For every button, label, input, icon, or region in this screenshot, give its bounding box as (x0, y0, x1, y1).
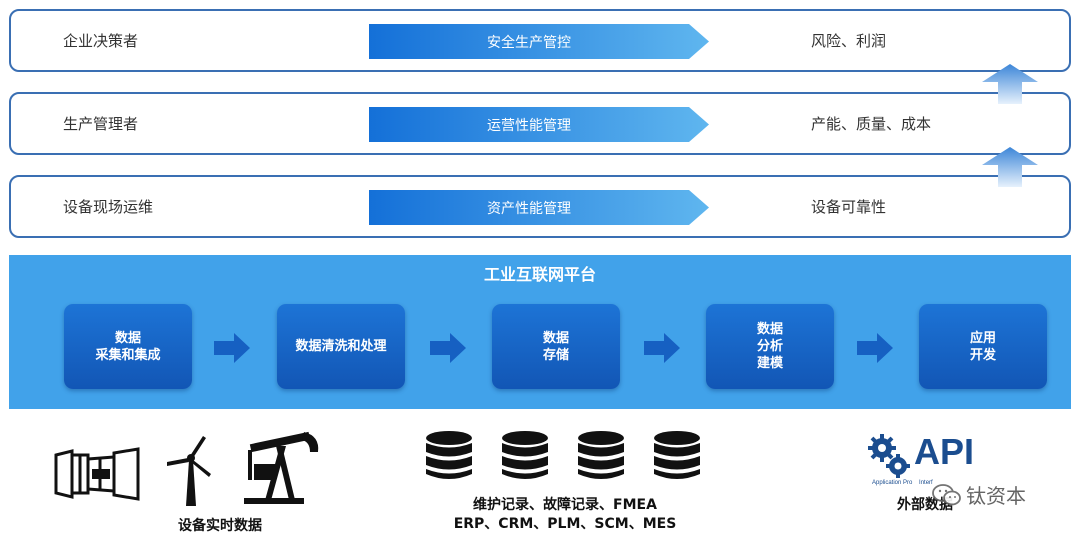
tier-role-label: 设备现场运维 (63, 198, 154, 216)
right-arrow-icon (857, 333, 893, 363)
database-icon (578, 431, 624, 479)
database-icon (502, 431, 548, 479)
wind-turbine-icon (167, 436, 211, 506)
platform-band: 工业互联网平台 数据 采集和集成 数据清洗和处理 数据 存储 数据 分析 建模 … (9, 255, 1071, 409)
external-data-label: 外部数据 (897, 497, 953, 513)
step-data-cleaning: 数据清洗和处理 (277, 304, 405, 389)
tier-capability-label: 运营性能管理 (487, 117, 571, 134)
platform-title: 工业互联网平台 (483, 265, 596, 284)
tier-production-manager: 生产管理者 运营性能管理 产能、质量、成本 (9, 92, 1071, 155)
tier-decision-maker: 企业决策者 安全生产管控 风险、利润 (9, 9, 1071, 72)
up-arrow-icon (982, 64, 1038, 104)
step-app-development: 应用 开发 (919, 304, 1047, 389)
equipment-data-label: 设备实时数据 (178, 518, 262, 534)
tier-capability-bar: 运营性能管理 (369, 107, 709, 142)
tier-goal-label: 设备可靠性 (811, 198, 887, 216)
step-data-collection: 数据 采集和集成 (64, 304, 192, 389)
tier-capability-bar: 资产性能管理 (369, 190, 709, 225)
oil-pump-icon (244, 431, 319, 504)
tier-goal-label: 产能、质量、成本 (811, 115, 932, 133)
step-data-storage: 数据 存储 (492, 304, 620, 389)
api-logo-text: API (914, 431, 975, 472)
right-arrow-icon (644, 333, 680, 363)
records-data-label: 维护记录、故障记录、FMEA ERP、CRM、PLM、SCM、MES (453, 497, 677, 532)
tier-capability-label: 安全生产管控 (487, 34, 571, 51)
database-icon (426, 431, 472, 479)
up-arrow-icon (982, 147, 1038, 187)
right-arrow-icon (430, 333, 466, 363)
watermark-text: 钛资本 (966, 484, 1026, 508)
database-icon (654, 431, 700, 479)
right-arrow-icon (214, 333, 250, 363)
gears-icon (868, 434, 910, 478)
tier-role-label: 生产管理者 (63, 115, 139, 133)
jet-engine-icon (54, 447, 140, 501)
watermark: 钛资本 (932, 480, 1026, 509)
step-data-modeling: 数据 分析 建模 (706, 304, 834, 389)
wechat-icon (932, 483, 961, 505)
tier-role-label: 企业决策者 (63, 32, 139, 50)
tier-capability-bar: 安全生产管控 (369, 24, 709, 59)
api-logo-subtext: Application Pro Interf (872, 480, 933, 486)
tier-field-maintenance: 设备现场运维 资产性能管理 设备可靠性 (9, 175, 1071, 238)
tier-capability-label: 资产性能管理 (487, 200, 571, 217)
tier-goal-label: 风险、利润 (811, 32, 887, 50)
